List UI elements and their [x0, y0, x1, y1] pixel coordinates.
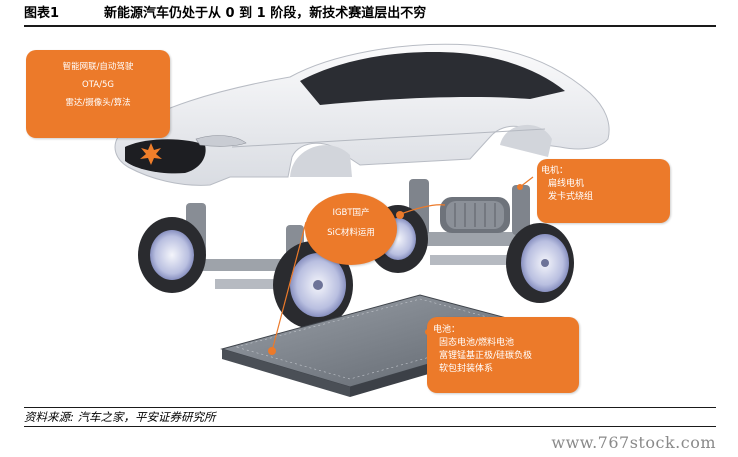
- rear-right-wheel: [506, 223, 574, 303]
- figure-number: 图表1: [24, 6, 60, 21]
- car-body: [114, 43, 610, 186]
- igbt-dot-right: [396, 211, 404, 219]
- battery-callout: 电池： 固态电池/燃料电池 富锂锰基正极/硅碳负极 软包封装体系: [427, 317, 579, 393]
- igbt-dot-left: [268, 347, 276, 355]
- motor-callout: 电机： 扁线电机 发卡式绕组: [537, 159, 670, 223]
- motor-line-2: 发卡式绕组: [548, 192, 594, 202]
- watermark: www.767stock.com: [551, 433, 716, 452]
- smart-line-2: OTA/5G: [82, 80, 114, 90]
- motor-heading: 电机：: [541, 166, 569, 176]
- ev-illustration: 智能网联/自动驾驶 OTA/5G 雷达/摄像头/算法 电机： 扁线电机 发卡式绕…: [0, 27, 738, 407]
- smart-line-3: 雷达/摄像头/算法: [65, 98, 131, 108]
- battery-line-3: 软包封装体系: [439, 364, 494, 374]
- ev-exploded-view: [111, 43, 610, 397]
- source-note: 资料来源: 汽车之家，平安证券研究所: [24, 407, 716, 427]
- electric-motor: [440, 197, 510, 233]
- battery-heading: 电池：: [433, 325, 461, 335]
- rear-chassis: [400, 179, 540, 265]
- front-right-wheel: [273, 241, 353, 329]
- front-left-wheel: [138, 217, 206, 293]
- smart-driving-callout: 智能网联/自动驾驶 OTA/5G 雷达/摄像头/算法: [26, 50, 170, 138]
- smart-line-1: 智能网联/自动驾驶: [62, 62, 134, 72]
- figure-title: 新能源汽车仍处于从 0 到 1 阶段，新技术赛道层出不穷: [104, 6, 427, 21]
- figure-title-bar: 图表1 新能源汽车仍处于从 0 到 1 阶段，新技术赛道层出不穷: [24, 3, 716, 27]
- igbt-callout: IGBT国产 SiC材料运用: [305, 193, 397, 265]
- battery-line-2: 富锂锰基正极/硅碳负极: [439, 351, 533, 361]
- battery-line-1: 固态电池/燃料电池: [439, 338, 515, 348]
- igbt-line-1: IGBT国产: [332, 208, 370, 218]
- igbt-line-2: SiC材料运用: [327, 228, 375, 238]
- sensor-star-icon: [140, 143, 162, 165]
- motor-dot: [517, 184, 523, 190]
- motor-line-1: 扁线电机: [548, 179, 585, 189]
